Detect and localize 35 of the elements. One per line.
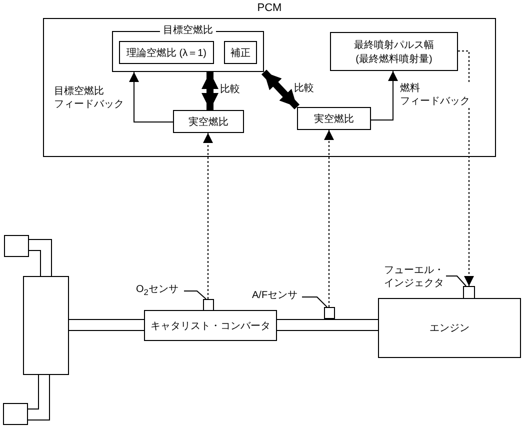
process-box: 補正 xyxy=(224,41,257,64)
edge-label: 目標空燃比フィードバック xyxy=(54,86,124,111)
pipe xyxy=(28,375,50,420)
leader-line xyxy=(302,296,328,308)
process-box: 実空燃比 xyxy=(297,107,371,130)
sensor-label: O$_{2}$センサ xyxy=(136,284,184,298)
edge-label: 比較 xyxy=(294,83,314,96)
tailpipe-box xyxy=(4,235,29,257)
muffler-box xyxy=(23,276,69,375)
sensor-box xyxy=(324,307,335,319)
process-box: 理論空燃比 (λ＝1) xyxy=(119,41,214,64)
arrow xyxy=(324,130,334,308)
pipe xyxy=(277,319,378,331)
double-arrow xyxy=(261,70,300,110)
group-title: 目標空燃比 xyxy=(160,25,216,38)
injector-label: フューエル・インジェクタ xyxy=(384,265,446,293)
sensor-label: A/Fセンサ xyxy=(252,290,302,304)
process-box: 実空燃比 xyxy=(173,110,244,133)
double-arrow xyxy=(202,72,218,110)
arrow xyxy=(458,50,474,286)
tailpipe-box xyxy=(3,403,28,425)
arrow xyxy=(370,70,398,120)
edge-label: 比較 xyxy=(220,84,240,96)
pipe xyxy=(29,239,52,276)
module-title: PCM xyxy=(256,2,283,16)
injector-box xyxy=(463,286,475,299)
leader-line xyxy=(446,276,466,286)
leader-line xyxy=(184,290,206,300)
edge-label: 燃料フィードバック xyxy=(400,83,470,108)
sensor-box xyxy=(203,299,214,311)
process-box: 最終噴射パルス幅(最終燃料噴射量) xyxy=(330,32,458,71)
arrow xyxy=(129,72,174,122)
arrow xyxy=(203,132,213,300)
component-box: キャタリスト・コンバータ xyxy=(144,310,277,341)
engine-box: エンジン xyxy=(378,298,521,358)
